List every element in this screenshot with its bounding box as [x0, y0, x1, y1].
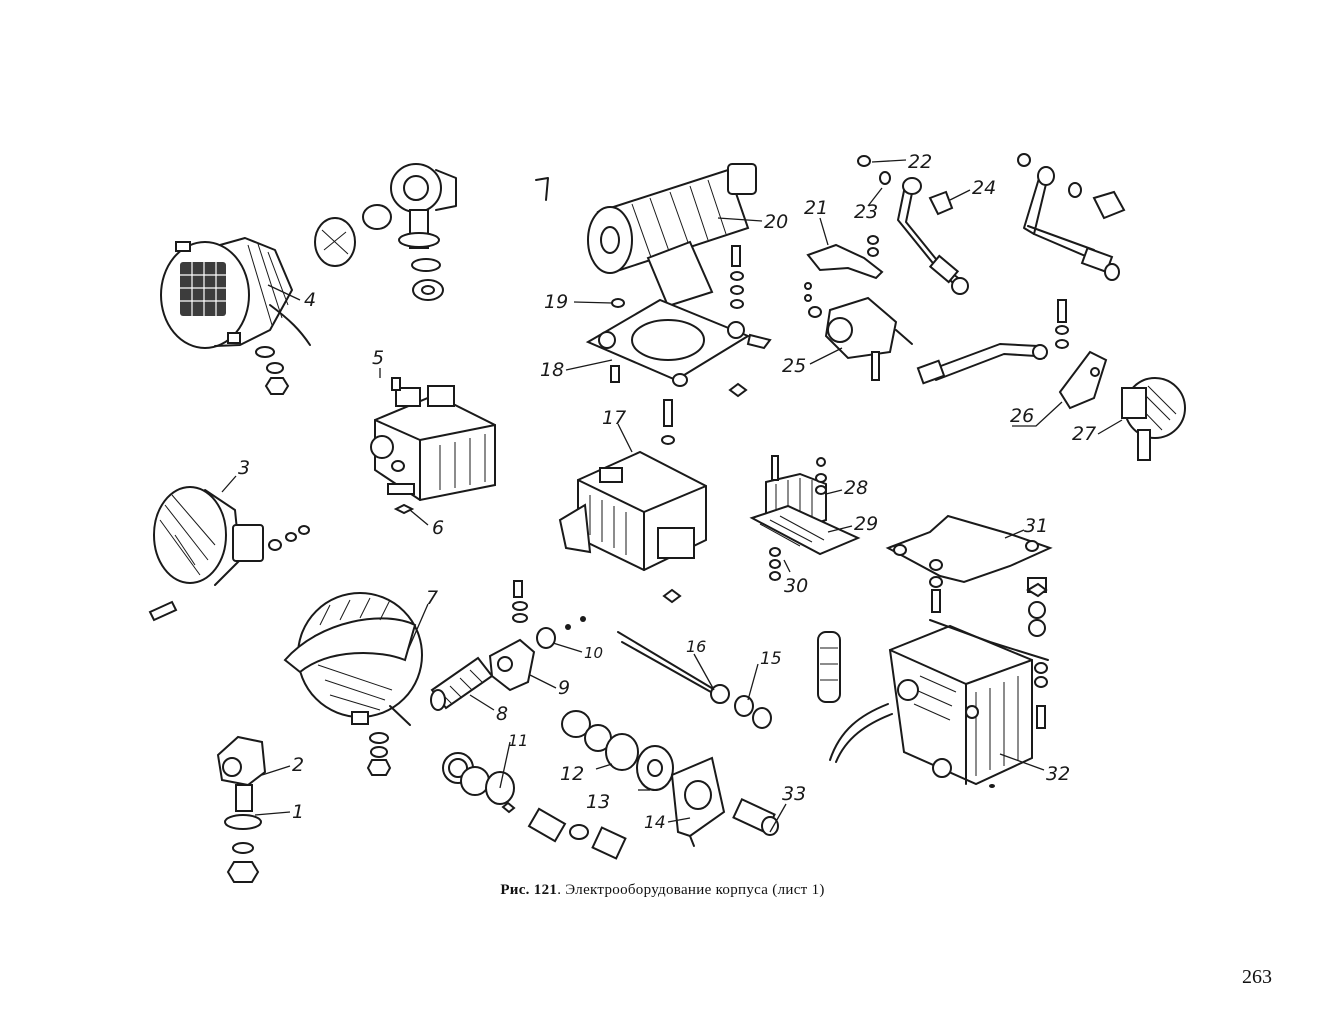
part-17-box — [558, 450, 707, 604]
part-11-rings — [442, 752, 516, 814]
callout-7: 7 — [426, 587, 438, 609]
callout-29: 29 — [854, 513, 878, 535]
leader-lines — [221, 159, 1123, 833]
page-number: 263 — [1242, 966, 1272, 988]
callout-10: 10 — [584, 644, 603, 662]
part-7-searchlight — [283, 592, 423, 776]
figure-caption: Рис. 121. Электрооборудование корпуса (л… — [500, 882, 825, 898]
part-4-lamp-socket — [314, 163, 457, 301]
part-19-bolts — [611, 245, 744, 309]
callout-13: 13 — [586, 791, 610, 813]
callout-9: 9 — [558, 677, 570, 699]
callout-22: 22 — [908, 151, 932, 173]
part-25-relay — [808, 296, 913, 381]
callout-3: 3 — [238, 457, 250, 479]
callout-15: 15 — [760, 649, 782, 669]
part-5-relay-box — [370, 377, 496, 515]
figure-label: Рис. 121 — [500, 882, 558, 898]
callout-25: 25 — [782, 355, 806, 377]
callout-33: 33 — [782, 783, 806, 805]
part-8-sleeve — [430, 656, 494, 711]
callout-23: 23 — [854, 201, 878, 223]
callout-11: 11 — [508, 731, 528, 750]
figure-title: Электрооборудование корпуса (лист 1) — [565, 882, 825, 898]
part-12-rings — [561, 710, 639, 771]
part-30-washers — [769, 547, 781, 581]
part-10-cap — [536, 616, 586, 649]
callout-30: 30 — [784, 575, 808, 597]
callout-18: 18 — [540, 359, 564, 381]
part-29-base — [749, 504, 861, 556]
part-2-switch — [216, 735, 267, 883]
callout-20: 20 — [764, 211, 788, 233]
callout-14: 14 — [644, 813, 666, 833]
part-27-lamp — [1121, 377, 1186, 461]
callout-26: 26 — [1010, 405, 1034, 427]
callout-31: 31 — [1024, 515, 1048, 537]
callout-4: 4 — [304, 289, 316, 311]
part-33-plug — [732, 798, 779, 836]
stray-mark — [535, 177, 549, 201]
part-32-control-box — [817, 619, 1049, 788]
part-21-bracket — [804, 235, 884, 302]
part-4-headlight — [160, 237, 311, 395]
callout-12: 12 — [560, 763, 584, 785]
part-18-plate — [585, 298, 772, 445]
part-22-23-24-fittings — [857, 155, 969, 295]
part-13-gasket — [636, 745, 674, 791]
callout-5: 5 — [372, 347, 384, 369]
part-9-bracket — [488, 580, 536, 692]
part-31-bracket — [885, 514, 1053, 637]
callout-8: 8 — [496, 703, 508, 725]
callout-17: 17 — [602, 407, 626, 429]
callout-2: 2 — [292, 754, 304, 776]
callout-19: 19 — [544, 291, 568, 313]
callout-21: 21 — [804, 197, 828, 219]
part-26-bracket — [1058, 350, 1108, 410]
callout-24: 24 — [972, 177, 996, 199]
part-20-motor — [587, 163, 757, 308]
part-16-rod — [617, 631, 772, 729]
part-3-horn — [148, 486, 310, 622]
callout-28: 28 — [844, 477, 868, 499]
callout-labels: 1 2 3 4 5 6 7 8 9 10 11 12 13 14 15 16 1… — [238, 151, 1096, 833]
part-14-plate — [670, 756, 726, 847]
callout-27: 27 — [1072, 423, 1096, 445]
callout-16: 16 — [686, 637, 706, 656]
part-cable-right — [916, 153, 1126, 385]
callout-1: 1 — [292, 801, 304, 823]
part-plug-1 — [527, 807, 627, 860]
callout-6: 6 — [432, 517, 444, 539]
callout-32: 32 — [1046, 763, 1070, 785]
